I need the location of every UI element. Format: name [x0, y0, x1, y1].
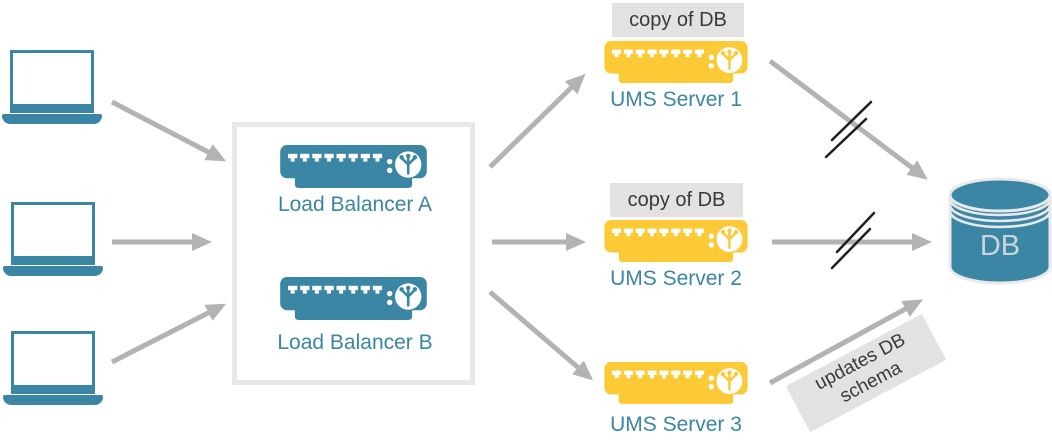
server-icon: [604, 362, 748, 404]
ums-server-2-icon: [604, 220, 748, 262]
ums-server-1-icon: [604, 41, 748, 83]
updates-db-schema-note: updates DB schema: [785, 313, 947, 433]
broken-connection-marks-ums2: [830, 211, 876, 270]
copy-of-db-badge: copy of DB: [612, 3, 744, 37]
server-icon-graphic: [280, 145, 427, 188]
laptop-base: [2, 114, 102, 124]
broken-connection-marks-ums1: [824, 100, 873, 159]
load-balancer-b-icon: [280, 277, 427, 320]
laptop-icon: [3, 202, 103, 276]
arrow-lb-to-ums3: [488, 290, 594, 381]
ums-server-1-label: UMS Server 1: [610, 88, 742, 111]
server-icon: [604, 220, 748, 262]
arrow-lb-to-ums1: [488, 73, 586, 169]
router-icon: [280, 277, 427, 320]
laptop-base: [3, 266, 103, 276]
load-balancer-b-label: Load Balancer B: [277, 331, 433, 354]
arrow-client3-to-lb: [110, 303, 227, 365]
server-icon-graphic: [280, 277, 427, 320]
load-balancer-a-label: Load Balancer A: [277, 193, 433, 216]
arrow-ums1-to-db: [768, 59, 928, 180]
server-icon-graphic: [604, 220, 748, 262]
server-icon-graphic: [604, 362, 748, 404]
laptop-base: [3, 395, 103, 405]
copy-of-db-badge: copy of DB: [610, 183, 743, 217]
laptop-screen: [11, 202, 95, 265]
laptop-icon: [2, 50, 102, 124]
ums-server-3-icon: [604, 362, 748, 404]
arrow-client1-to-lb: [110, 99, 227, 162]
ums-server-2-label: UMS Server 2: [610, 267, 742, 290]
laptop-screen: [10, 50, 94, 113]
load-balancer-a-icon: [280, 145, 427, 188]
server-icon: [604, 41, 748, 83]
server-icon-graphic: [604, 41, 748, 83]
router-icon: [280, 145, 427, 188]
ums-server-3-label: UMS Server 3: [610, 413, 742, 436]
database-cylinder-icon: DB: [948, 177, 1052, 287]
db-label: DB: [980, 230, 1020, 262]
laptop-icon: [3, 331, 103, 405]
laptop-screen: [11, 331, 95, 394]
